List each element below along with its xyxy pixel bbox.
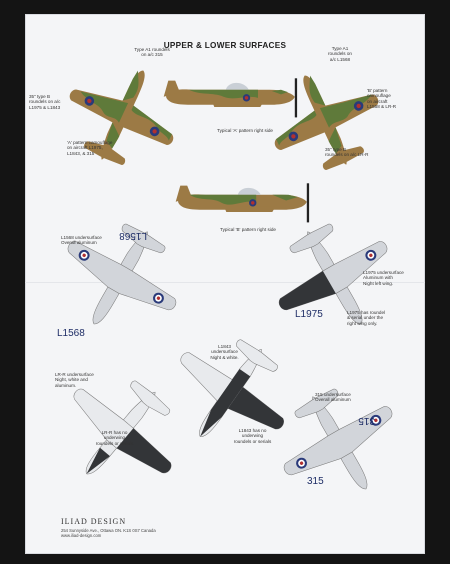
label-typical-a: Typical 'A' pattern right side	[217, 128, 273, 133]
serial-l1568-upper: L1568	[119, 230, 147, 241]
plane-l1568-underside	[40, 200, 201, 356]
aircraft-illustrations: L1568 L1568 L1975	[39, 46, 420, 521]
label-a-pattern-left: 'A' pattern camouflage on aircraft L1975…	[67, 140, 113, 156]
label-typical-b: Typical 'B' pattern right side	[220, 227, 276, 232]
label-type-b-right: 35" type B roundels on a/c LR-R	[325, 147, 369, 158]
serial-l1568-lower: L1568	[57, 328, 85, 339]
plane-l1843-underside	[149, 313, 313, 473]
plane-a-pattern-upper	[50, 46, 195, 184]
label-type-b-left: 35" type B roundels on a/c L1975 & L1843	[29, 94, 61, 110]
label-type-a1-right: Type A1 roundels on a/c L1568	[327, 46, 352, 62]
serial-l1975: L1975	[295, 309, 323, 320]
label-l1843-note: L1843 has no underwing roundels or seria…	[233, 428, 272, 444]
brand-address: 254 Sunnyside Ave., Ottawa ON. K1S 0S7 C…	[61, 528, 156, 538]
label-b-pattern-right: 'B' pattern camouflage on aircraft L1568…	[367, 88, 397, 110]
plane-a-pattern-side	[163, 78, 298, 118]
label-lrr-note: LR-R has no underwing roundels or serial…	[95, 430, 134, 446]
fold-line	[25, 282, 425, 283]
serial-315-lower: 315	[307, 476, 324, 487]
label-l1975-under: L1975 undersurface Aluminum with Night l…	[363, 270, 404, 286]
label-l1843-under: L1843 undersurface Night & white.	[210, 344, 239, 360]
serial-315-upper: 315	[358, 415, 375, 426]
label-l1975-note: L1975 has roundel & serial under the rig…	[347, 310, 386, 326]
plane-l1975-underside	[254, 200, 415, 356]
label-315-under: 315 undersurface Overall aluminum	[315, 392, 351, 403]
plane-lrr-underside	[39, 352, 203, 514]
plane-315-underside	[259, 365, 420, 521]
plane-b-pattern-upper	[253, 51, 398, 189]
label-type-a1-left: Type A1 roundels on a/c 315	[134, 47, 170, 58]
decal-instruction-sheet: UPPER & LOWER SURFACES	[25, 14, 425, 554]
label-lrr-under: LR-R undersurface Night, white and alumi…	[55, 372, 94, 388]
label-l1568-under: L1568 undersurface Overall aluminum	[61, 235, 102, 246]
sheet-title: UPPER & LOWER SURFACES	[163, 41, 287, 50]
brand-logo: ILIAD DESIGN	[61, 517, 127, 526]
plane-b-pattern-side	[175, 183, 310, 223]
